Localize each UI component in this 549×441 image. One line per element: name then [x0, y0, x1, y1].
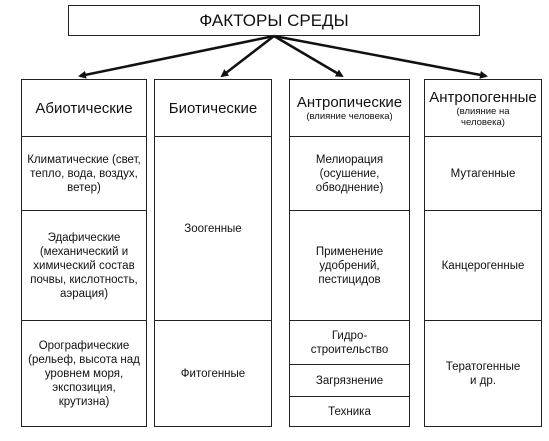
column-header-biotic: Биотические — [155, 80, 271, 136]
header-sublabel: (влияние человека) — [306, 111, 393, 122]
factor-cell-technology: Техника — [290, 396, 409, 426]
column-abiotic: Абиотические Климатические (свет, тепло,… — [21, 79, 147, 427]
column-biotic: Биотические Зоогенные Фитогенные — [154, 79, 272, 427]
factor-cell-hydroconstruction: Гидро-строительство — [290, 320, 409, 364]
diagram-title: ФАКТОРЫ СРЕДЫ — [68, 5, 480, 36]
factor-cell-climatic: Климатические (свет, тепло, вода, воздух… — [22, 136, 146, 210]
header-label: Абиотические — [35, 99, 133, 117]
column-header-abiotic: Абиотические — [22, 80, 146, 136]
factor-cell-edaphic: Эдафические (механический и химический с… — [22, 210, 146, 320]
column-anthropic: Антропические (влияние человека) Мелиора… — [289, 79, 410, 427]
column-header-anthropic: Антропические (влияние человека) — [290, 80, 409, 136]
header-label: Антропогенные — [429, 88, 537, 106]
factor-cell-teratogenic: Тератогенные и др. — [425, 320, 541, 426]
factor-cell-melioration: Мелиорация (осушение, обводнение) — [290, 136, 409, 210]
arrow-to-anthropic — [273, 34, 344, 78]
factor-cell-zoogenic: Зоогенные — [155, 136, 271, 320]
header-sublabel: (влияние на человека) — [456, 105, 510, 128]
header-label: Биотические — [168, 99, 258, 117]
factor-cell-phytogenic: Фитогенные — [155, 320, 271, 426]
header-label: Антропические — [296, 94, 403, 111]
arrow-to-abiotic — [78, 34, 275, 79]
factor-cell-fertilizers: Применение удобрений, пестицидов — [290, 210, 409, 320]
column-header-anthropogenic: Антропогенные (влияние на человека) — [425, 80, 541, 136]
factor-cell-carcinogenic: Канцерогенные — [425, 210, 541, 320]
column-anthropogenic: Антропогенные (влияние на человека) Мута… — [424, 79, 542, 427]
arrow-to-anthropogenic — [273, 34, 488, 79]
factor-cell-mutagenic: Мутагенные — [425, 136, 541, 210]
factor-cell-pollution: Загрязнение — [290, 364, 409, 396]
factor-cell-orographic: Орографические (рельеф, высота над уровн… — [22, 320, 146, 426]
arrow-to-biotic — [220, 35, 275, 78]
